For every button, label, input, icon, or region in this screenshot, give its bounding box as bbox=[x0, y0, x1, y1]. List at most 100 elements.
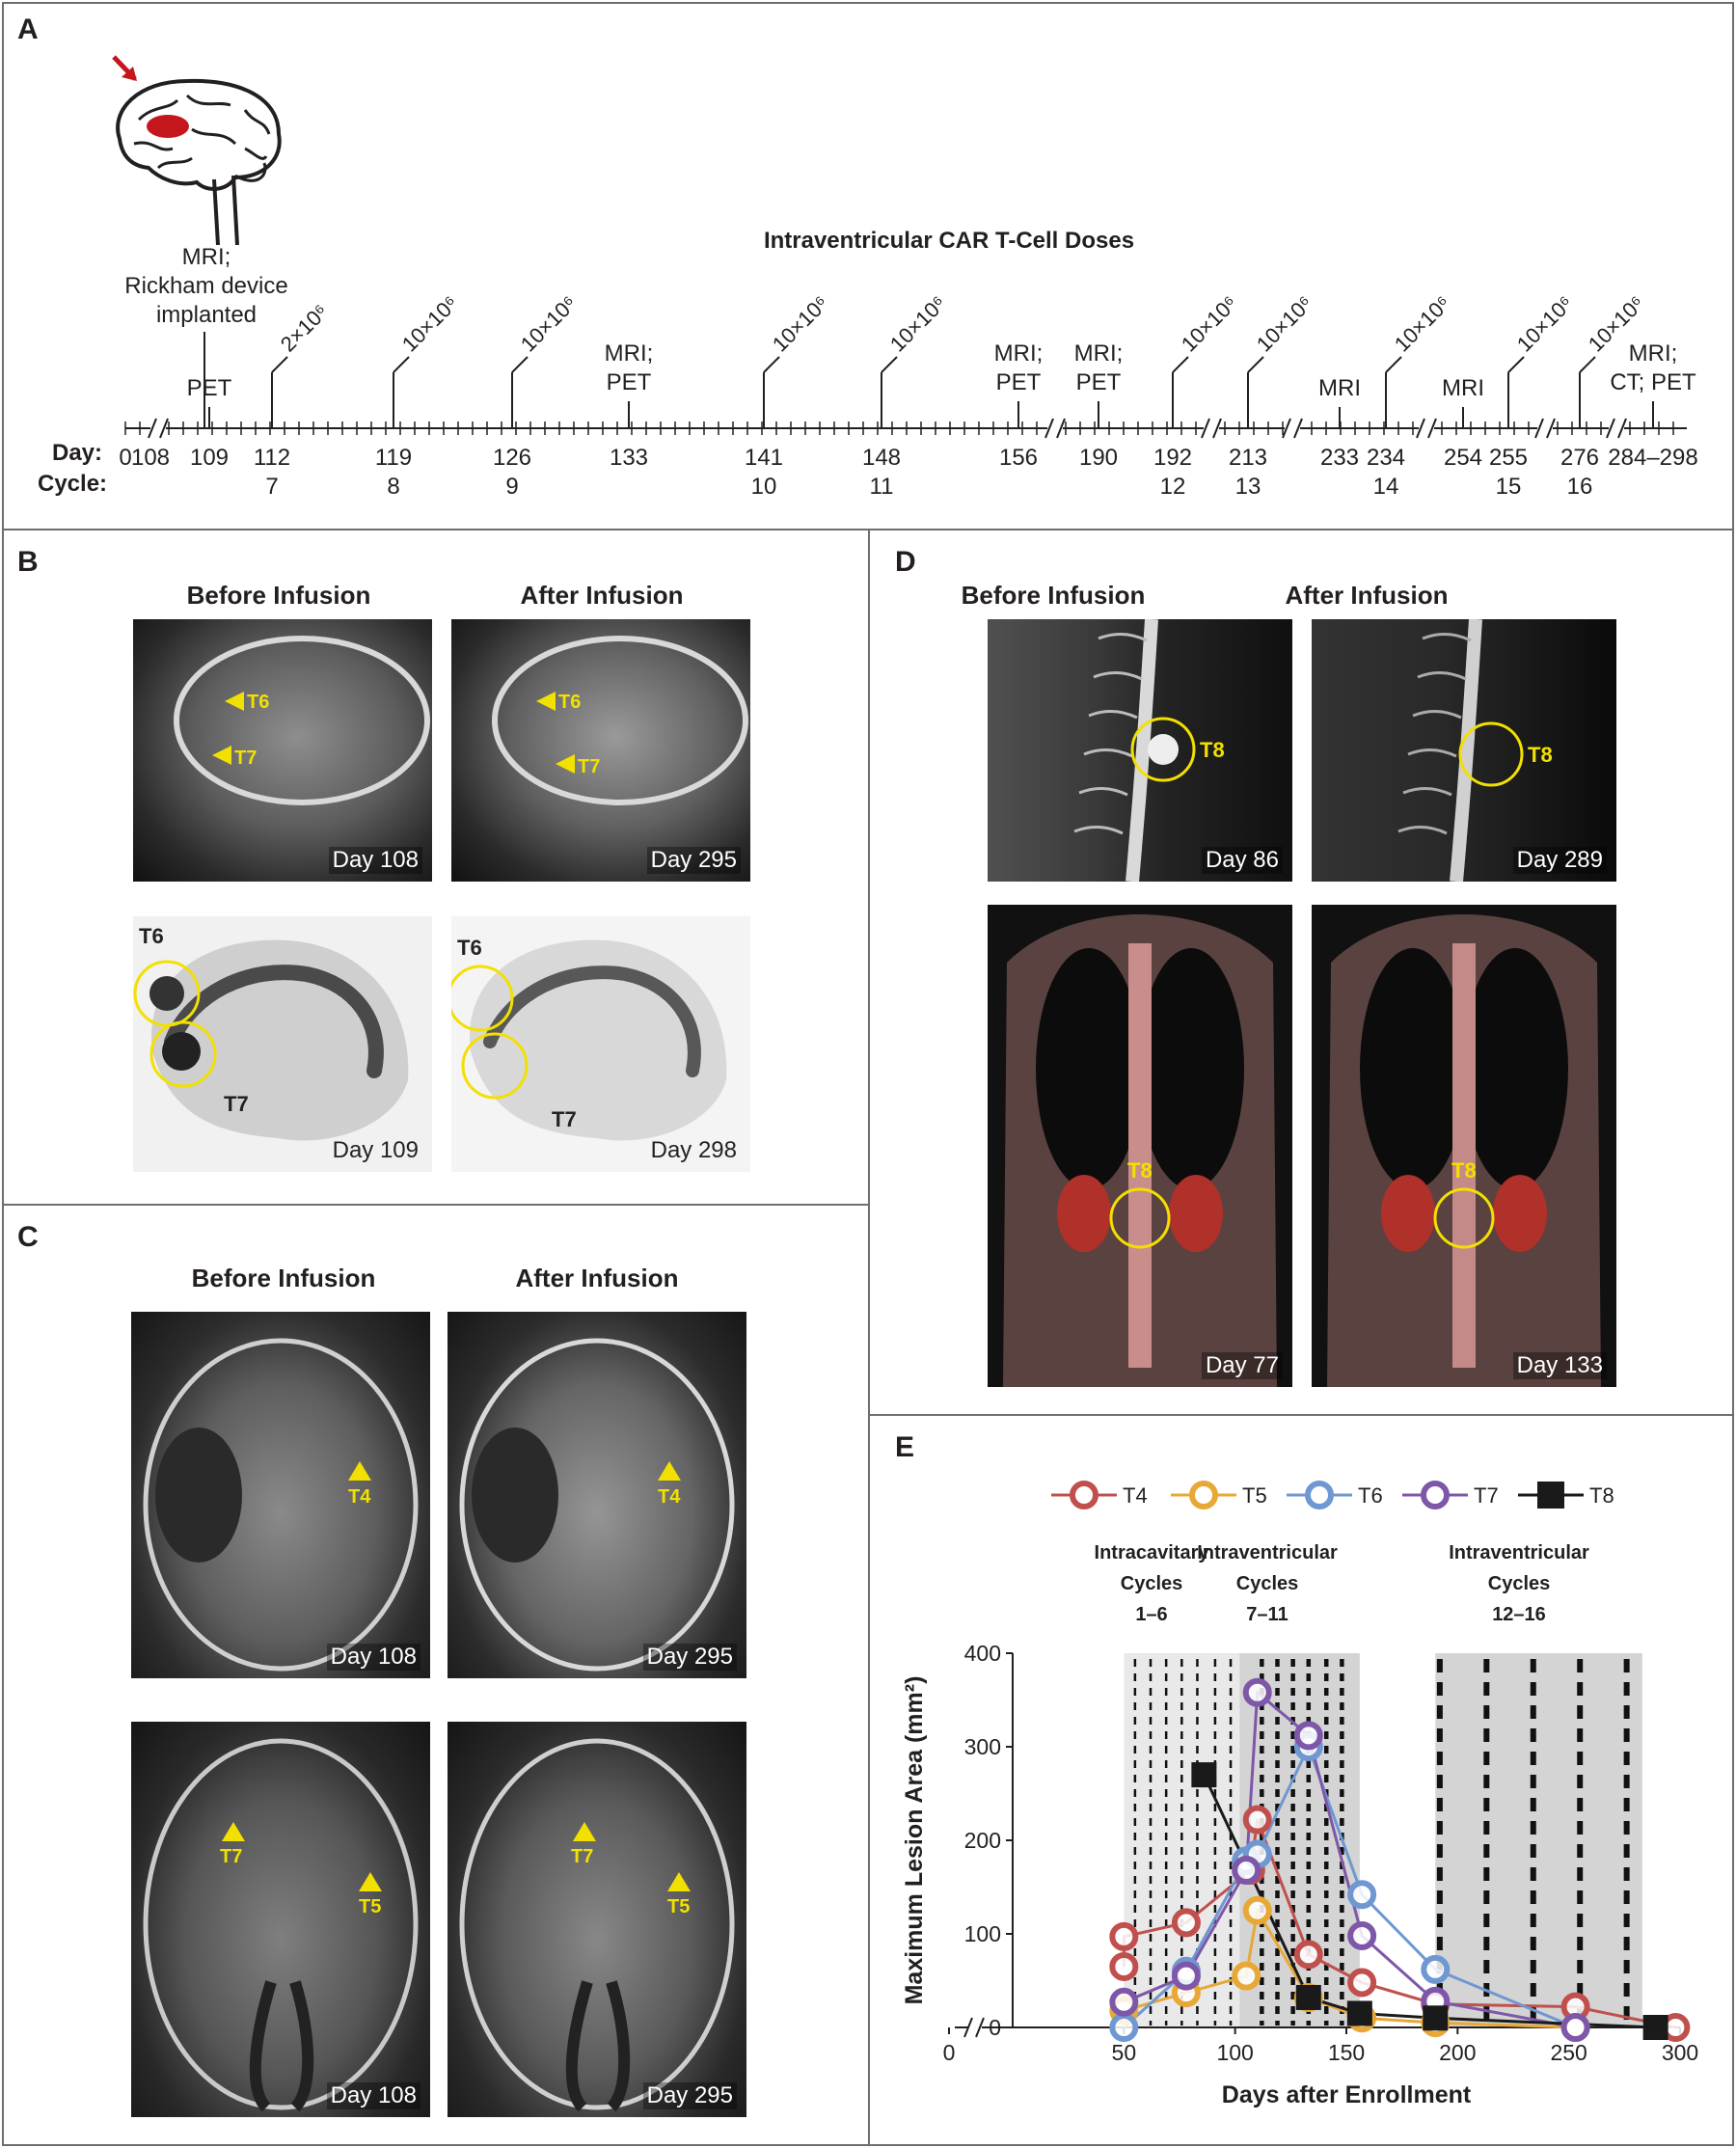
axis-break-mark bbox=[159, 418, 169, 439]
point-t4 bbox=[1242, 1805, 1272, 1835]
t6-label-b1: T6 bbox=[247, 692, 269, 713]
y-tick-label: 300 bbox=[964, 1734, 1001, 1759]
x-tick-label: 100 bbox=[1216, 2040, 1253, 2065]
series-line-t6 bbox=[1123, 1743, 1577, 2029]
d-pet-after: T8 Day 133 bbox=[1312, 905, 1616, 1387]
imaging-label: CT; PET bbox=[1610, 369, 1696, 395]
t6-pet-label-after: T6 bbox=[457, 936, 482, 960]
x-tick-label: 50 bbox=[1112, 2040, 1137, 2065]
t8-label-d1: T8 bbox=[1200, 738, 1225, 762]
t7-label-b1: T7 bbox=[234, 748, 257, 769]
day-label: Day 295 bbox=[642, 1644, 737, 1671]
cycle-value: 15 bbox=[1496, 474, 1522, 500]
panel-d-label: D bbox=[895, 546, 916, 578]
dose-label: 10×10⁶ bbox=[1252, 291, 1317, 357]
mri-rickham-note: MRI; Rickham device implanted bbox=[110, 243, 303, 330]
dose-marker bbox=[393, 356, 410, 373]
day-value: 119 bbox=[375, 445, 412, 471]
day-label: Day 289 bbox=[1512, 847, 1607, 874]
y-tick-label: 100 bbox=[964, 1921, 1001, 1946]
axis-break-mark bbox=[1416, 418, 1425, 439]
day-value: 126 bbox=[493, 445, 531, 471]
brain-illustration bbox=[112, 55, 282, 245]
legend-label: T5 bbox=[1242, 1483, 1267, 1508]
mri-note-line: implanted bbox=[155, 302, 258, 328]
c-mri-top-before: T4 Day 108 bbox=[131, 1312, 430, 1678]
imaging-label: PET bbox=[1076, 369, 1122, 395]
cycle-value: 14 bbox=[1373, 474, 1399, 500]
x-tick-label: 200 bbox=[1439, 2040, 1476, 2065]
imaging-label: MRI bbox=[1318, 375, 1361, 401]
cycle-value: 9 bbox=[505, 474, 518, 500]
axis-break-mark bbox=[148, 418, 157, 439]
dose-marker bbox=[1247, 356, 1264, 373]
panel-b: B Before Infusion After Infusion T6 T7 D… bbox=[2, 529, 870, 1206]
day-label: Day 133 bbox=[1512, 1352, 1607, 1379]
phase-label: Cycles bbox=[1236, 1573, 1299, 1594]
phase-label: Intraventricular bbox=[1197, 1542, 1338, 1563]
y-tick-label: 400 bbox=[964, 1641, 1001, 1666]
day-value: 133 bbox=[610, 445, 648, 471]
y-axis-title: Maximum Lesion Area (mm²) bbox=[901, 1676, 928, 2005]
b-pet-after-drawing bbox=[451, 939, 727, 1141]
dose-label: 10×10⁶ bbox=[1177, 291, 1242, 357]
phase-label: Cycles bbox=[1121, 1573, 1183, 1594]
t7-pet-label-after: T7 bbox=[552, 1107, 577, 1131]
legend-marker bbox=[1189, 1481, 1218, 1509]
c-bottom-after-annotations: T7 T5 bbox=[459, 1738, 735, 2112]
legend-marker bbox=[1070, 1481, 1099, 1509]
b-after-heading: After Infusion bbox=[520, 581, 684, 610]
b-pet-before-drawing bbox=[133, 939, 409, 1141]
day-value: 276 bbox=[1560, 445, 1599, 471]
day-label: Day 86 bbox=[1201, 847, 1283, 874]
day-label: Day 108 bbox=[326, 2082, 420, 2109]
dose-marker bbox=[271, 356, 288, 373]
imaging-label: PET bbox=[607, 369, 652, 395]
point-t8 bbox=[1346, 2000, 1372, 2026]
legend-marker bbox=[1421, 1481, 1450, 1509]
series-line-t7 bbox=[1123, 1689, 1576, 2029]
y-tick-label: 0 bbox=[989, 2015, 1001, 2040]
day-label: Day 108 bbox=[328, 847, 422, 874]
doses-title: Intraventricular CAR T-Cell Doses bbox=[763, 228, 1135, 254]
point-t7 bbox=[1560, 2013, 1590, 2042]
phase-label: 1–6 bbox=[1135, 1604, 1167, 1625]
day-value: 190 bbox=[1079, 445, 1118, 471]
b-pet-after: Day 298 bbox=[451, 916, 750, 1172]
axis-break-mark bbox=[1606, 418, 1615, 439]
day-value: 141 bbox=[745, 445, 783, 471]
y-tick-label: 200 bbox=[964, 1828, 1001, 1853]
day-value: 255 bbox=[1489, 445, 1528, 471]
t7-label-b2: T7 bbox=[578, 756, 600, 777]
c-mri-bottom-before: T7 T5 Day 108 bbox=[131, 1722, 430, 2117]
panel-c-label: C bbox=[17, 1221, 39, 1253]
t8-label-d4: T8 bbox=[1451, 1158, 1477, 1183]
cycle-value: 16 bbox=[1567, 474, 1593, 500]
t5-label-c1: T5 bbox=[359, 1896, 381, 1917]
point-t8 bbox=[1191, 1762, 1217, 1788]
cycle-value: 10 bbox=[751, 474, 777, 500]
imaging-label: MRI; bbox=[994, 340, 1044, 367]
axis-break-mark bbox=[1534, 418, 1544, 439]
day-value: 109 bbox=[190, 445, 229, 471]
d-pet-before-drawing: T8 bbox=[1003, 914, 1277, 1387]
panel-e-label: E bbox=[895, 1431, 915, 1463]
day-label: Day 295 bbox=[642, 2082, 737, 2109]
day-label: Day 298 bbox=[650, 1137, 737, 1163]
t5-label-c2: T5 bbox=[667, 1896, 690, 1917]
x-axis-break bbox=[975, 2017, 985, 2038]
dose-marker bbox=[1507, 356, 1525, 373]
t4-label-c1: T4 bbox=[348, 1486, 371, 1508]
dose-label: 10×10⁶ bbox=[885, 291, 951, 357]
day-value: 0 bbox=[119, 445, 131, 471]
day-value: 192 bbox=[1153, 445, 1192, 471]
legend-label: T6 bbox=[1358, 1483, 1383, 1508]
axis-break-mark bbox=[1056, 418, 1066, 439]
x-tick-label: 300 bbox=[1662, 2040, 1698, 2065]
axis-break-mark bbox=[1201, 418, 1210, 439]
x-tick-label: 0 bbox=[943, 2040, 956, 2065]
d-pet-after-drawing: T8 bbox=[1327, 914, 1601, 1387]
day-value: 156 bbox=[999, 445, 1038, 471]
